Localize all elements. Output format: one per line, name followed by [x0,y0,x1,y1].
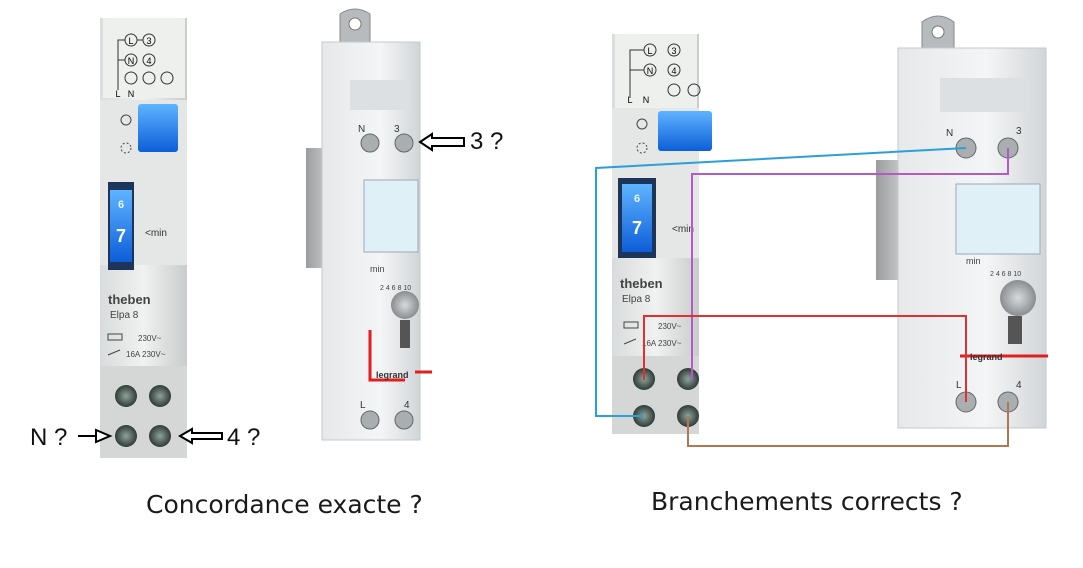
transparent-cover [955,183,1041,255]
annotation-terminal-n: N ? [30,424,68,451]
screw-3-icon [394,133,414,153]
wiring-diagram-panel [103,18,185,98]
caption-right: Branchements corrects ? [651,487,963,516]
diagram-bottom-l: L [627,95,632,105]
legrand-min-label: min [370,264,385,274]
wire-blue [595,147,967,417]
timer-dial[interactable] [622,184,652,252]
terminal-screw-4 [149,425,171,447]
theben-relay-right: L 3 N 4 L N 6 7 <min theben Elpa 8 230V~… [612,34,712,434]
diagram-bottom-n: N [643,95,650,105]
wiring-diagram-panel [615,34,697,114]
theben-model: Elpa 8 [110,310,139,321]
light-bulb-icon [120,142,132,154]
terminal-label-n: N [946,128,953,139]
transparent-cover [363,179,419,253]
wire-red [643,315,967,402]
diagram-bottom-l: L [115,89,120,99]
legrand-relay-right: N 3 min 2 4 6 8 10 legrand L 4 [876,15,1048,429]
rating-contact: 16A 230V~ [642,339,682,348]
wiring-diagram-icon [117,33,174,90]
theben-model: Elpa 8 [622,294,651,305]
mode-switch[interactable] [1008,316,1022,344]
legrand-min-label: min [966,256,981,266]
dial-digit-main: 7 [116,226,126,246]
timer-label: <min [145,228,167,239]
terminal-screw-n [115,425,137,447]
annotation-terminal-4: 4 ? [227,424,261,451]
coil-symbol-icon [107,333,123,341]
arrow-to-terminal-n-icon [78,428,113,444]
diagram-label-n: N [128,56,135,66]
diagram-bottom-n: N [128,89,135,99]
dial-digit-top: 6 [634,193,640,205]
terminal-label-4: 4 [404,400,410,411]
diagram-label-3: 3 [146,36,151,46]
legrand-top-ridge [350,80,410,110]
terminal-screw-top-right [677,368,699,390]
terminal-label-3: 3 [1016,126,1022,137]
legrand-relay-left: N 3 min 2 4 6 8 10 legrand L 4 [306,8,432,441]
terminal-screw-top-right [149,385,171,407]
blue-push-button[interactable] [138,104,178,152]
terminal-block [100,366,187,458]
theben-brand: theben [620,276,663,291]
power-symbol-icon [120,114,132,126]
screw-4-icon [394,410,414,430]
wire-purple [691,148,1009,380]
wire-brown [687,402,1009,447]
clip-hole [348,17,362,31]
power-symbol-icon [636,118,648,130]
diagram-label-4: 4 [146,56,151,66]
terminal-label-l: L [956,380,962,391]
screw-n-icon [360,133,380,153]
legrand-top-ridge [940,78,1030,112]
diagram-label-4: 4 [671,66,676,76]
timer-label: <min [672,224,694,235]
coil-symbol-icon [623,321,639,329]
wiring-diagram-icon [629,43,701,98]
contact-symbol-icon [107,349,121,356]
right-panel: L 3 N 4 L N 6 7 <min theben Elpa 8 230V~… [595,15,1048,447]
diagram-label-l: L [647,46,652,56]
left-panel: L 3 N 4 L N 6 7 <min theben Elpa 8 230V~… [78,8,465,458]
light-bulb-icon [636,142,648,154]
rating-coil: 230V~ [658,322,682,331]
contact-symbol-icon [623,338,637,345]
dial-scale: 2 4 6 8 10 [380,285,411,292]
arrow-to-terminal-4-icon [178,427,223,445]
dial-digit-top: 6 [118,199,124,211]
theben-relay-left: L 3 N 4 L N 6 7 <min theben Elpa 8 230V~… [100,18,187,458]
legrand-brand: legrand [376,370,409,380]
rating-contact: 16A 230V~ [126,350,166,359]
blue-push-button[interactable] [658,111,712,151]
terminal-label-4: 4 [1016,380,1022,391]
terminal-label-n: N [358,124,365,135]
rating-coil: 230V~ [138,334,162,343]
time-knob[interactable] [1000,280,1036,316]
theben-brand: theben [108,292,151,307]
clip-hole [931,25,945,39]
terminal-label-l: L [360,400,366,411]
arrow-to-terminal-3-icon [418,132,465,152]
mode-switch[interactable] [400,320,410,348]
diagram-label-n: N [647,66,654,76]
caption-left: Concordance exacte ? [146,490,423,519]
diagram-label-3: 3 [671,46,676,56]
dial-scale: 2 4 6 8 10 [990,271,1021,278]
terminal-label-3: 3 [394,124,400,135]
dial-digit-main: 7 [632,218,642,238]
timer-dial[interactable] [110,190,132,262]
terminal-screw-top-left [115,385,137,407]
legrand-brand: legrand [970,352,1003,362]
red-accent-line [368,330,405,382]
screw-l-icon [360,410,380,430]
diagram-label-l: L [128,36,133,46]
time-knob[interactable] [391,291,419,319]
annotation-terminal-3: 3 ? [470,128,504,155]
